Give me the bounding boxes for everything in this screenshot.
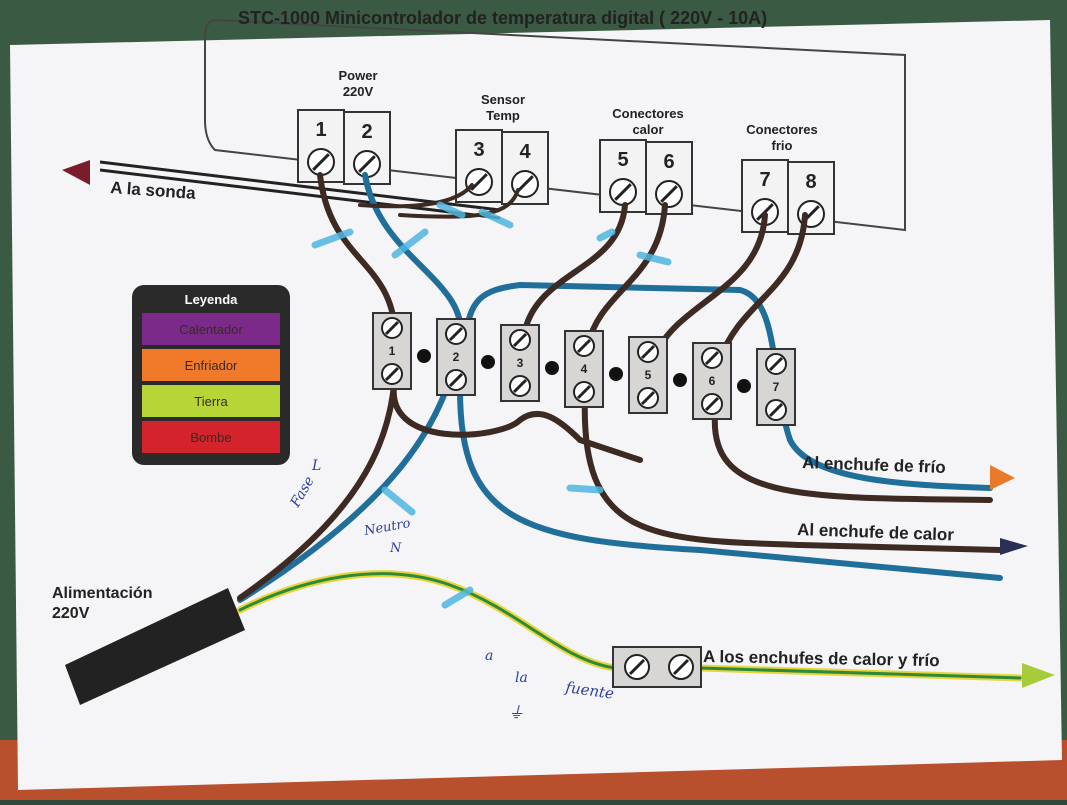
terminal-number: 8 [805, 171, 816, 193]
strip-terminal-number: 6 [709, 374, 716, 388]
screw-slot [512, 378, 528, 394]
controller-terminal: 4 [501, 131, 549, 205]
screw-slot [384, 366, 400, 382]
controller-terminal: 1 [297, 109, 345, 183]
wires [236, 172, 1024, 682]
strip-terminal: 2 [436, 318, 476, 396]
group-label-line2: frio [772, 138, 793, 153]
terminal-number: 7 [759, 169, 770, 191]
screw-slot [448, 326, 464, 342]
strip-terminal-number: 5 [645, 368, 652, 382]
screw-slot [576, 384, 592, 400]
screw-slot [640, 390, 656, 406]
group-label-line2: Temp [486, 108, 520, 123]
handwriting-a: a [485, 648, 493, 664]
handwriting-neutro-mark: N [389, 541, 402, 556]
controller-title: STC-1000 Minicontrolador de temperatura … [238, 8, 767, 28]
group-label-line1: Conectores [746, 122, 818, 137]
handwriting-ground-mark: ⏚ [508, 703, 524, 722]
strip-connector-dot [481, 355, 495, 369]
strip-terminal-number: 3 [517, 356, 524, 370]
strip-terminal-number: 1 [389, 344, 396, 358]
legend-item-label: Enfriador [185, 358, 238, 373]
controller-outline [204, 18, 906, 232]
group-label-line1: Conectores [612, 106, 684, 121]
strip-connector-dot [673, 373, 687, 387]
strip-terminal: 1 [372, 312, 412, 390]
legend-title: Leyenda [185, 292, 239, 307]
screw-slot [660, 185, 678, 203]
screw-slot [704, 350, 720, 366]
terminal-number: 1 [315, 119, 326, 141]
screw-slot [512, 332, 528, 348]
strip-terminal: 4 [564, 330, 604, 408]
terminal-number: 4 [519, 141, 531, 163]
screw-slot [312, 153, 330, 171]
screw-slot [576, 338, 592, 354]
screw-slot [384, 320, 400, 336]
strip-connector-dot [417, 349, 431, 363]
strip-connector-dot [545, 361, 559, 375]
legend-item-label: Bombe [190, 430, 231, 445]
heat-output-arrow [1000, 538, 1028, 555]
group-label-line2: calor [632, 122, 663, 137]
legend-swatch [142, 349, 280, 381]
ground-terminal-block [612, 646, 702, 688]
screw-slot [448, 372, 464, 388]
controller-terminal: 8 [787, 161, 835, 235]
ground-output-label: A los enchufes de calor y frío [703, 647, 940, 670]
controller-terminal: 5 [599, 139, 647, 213]
controller-terminal: 3 [455, 129, 503, 203]
screw-slot [470, 173, 488, 191]
strip-terminal: 7 [756, 348, 796, 426]
power-voltage-label: 220V [52, 605, 90, 622]
screw-slot [756, 203, 774, 221]
legend-item-label: Calentador [179, 322, 243, 337]
handwriting-la: la [515, 670, 528, 686]
legend-swatch [142, 313, 280, 345]
screw-slot [358, 155, 376, 173]
legend-swatch [142, 421, 280, 453]
ground-output-arrow [1022, 663, 1055, 688]
screw-slot [768, 402, 784, 418]
strip-connector-dot [737, 379, 751, 393]
strip-terminal: 5 [628, 336, 668, 414]
legend-swatch [142, 385, 280, 417]
group-label-line2: 220V [343, 84, 374, 99]
legend-item-label: Tierra [194, 394, 228, 409]
terminal-number: 6 [663, 151, 674, 173]
screw-slot [704, 396, 720, 412]
strip-terminal: 3 [500, 324, 540, 402]
terminal-number: 5 [617, 149, 628, 171]
controller-terminal: 6 [645, 141, 693, 215]
screw-slot [614, 183, 632, 201]
strip-terminal-number: 7 [773, 380, 780, 394]
controller-terminal: 2 [343, 111, 391, 185]
power-cable [65, 588, 245, 705]
screw-slot [640, 344, 656, 360]
screw-slot [768, 356, 784, 372]
handwriting-fase-mark: L [311, 458, 321, 474]
power-label: Alimentación [52, 585, 152, 602]
cold-output-label: Al enchufe de frío [802, 453, 946, 477]
highlighter-marks [311, 201, 672, 609]
controller-terminals: 1 2 3 4 5 6 7 8 [297, 109, 835, 235]
strip-terminal-number: 4 [581, 362, 588, 376]
group-label-line1: Sensor [481, 92, 525, 107]
strip-terminal: 6 [692, 342, 732, 420]
strip-connector-dot [609, 367, 623, 381]
strip-terminal-number: 2 [453, 350, 460, 364]
terminal-number: 2 [361, 121, 372, 143]
terminal-strip: 1 2 3 4 5 6 7 [372, 312, 796, 426]
cold-output-arrow [990, 465, 1015, 490]
terminal-number: 3 [473, 139, 484, 161]
group-label-line1: Power [338, 68, 377, 83]
